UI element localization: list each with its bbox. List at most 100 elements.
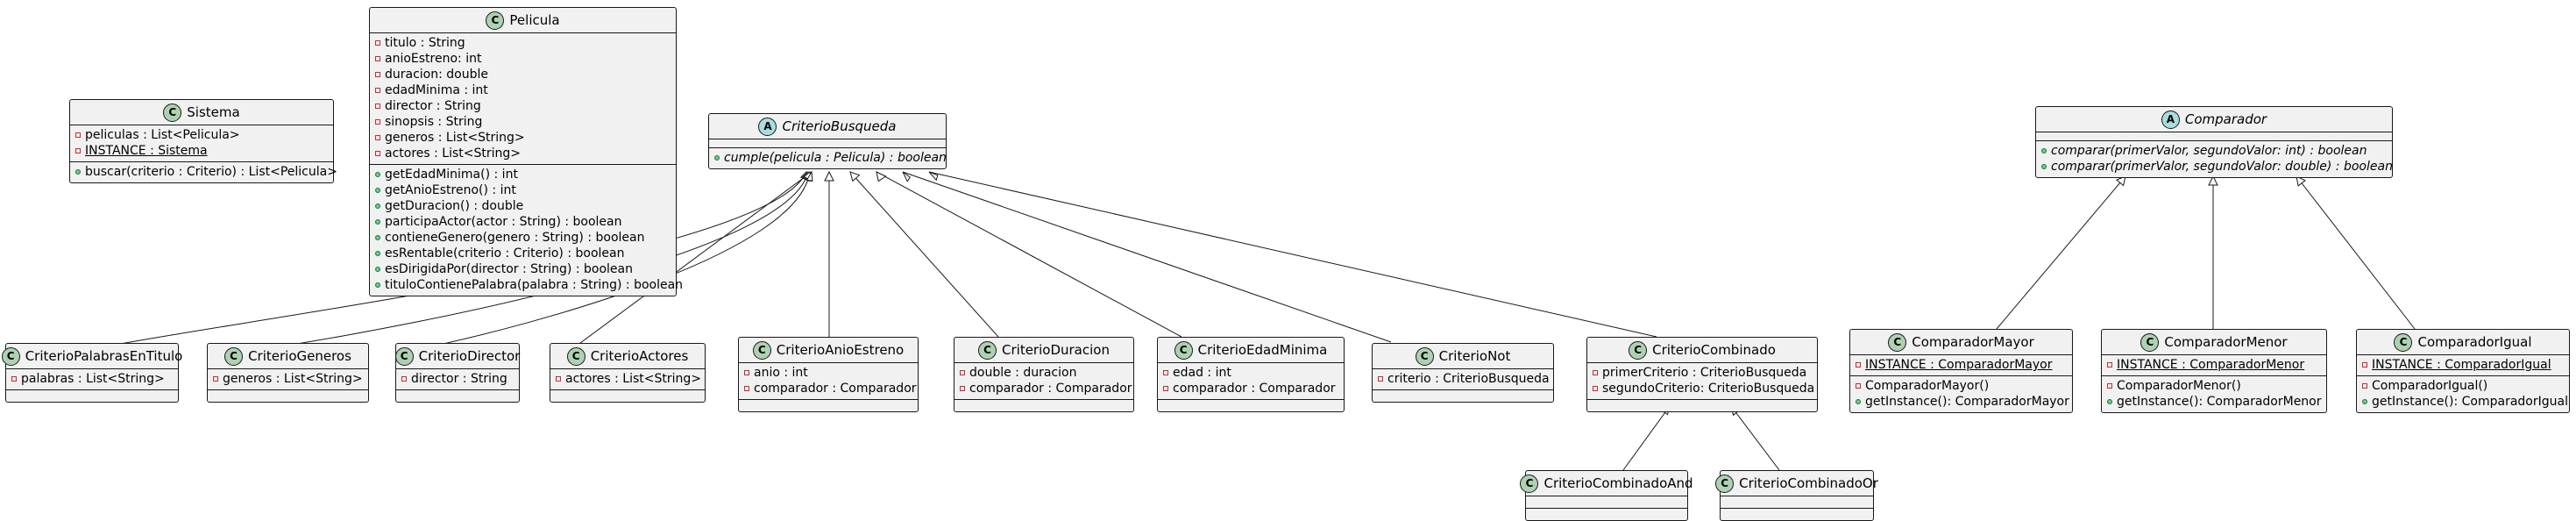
public-marker-icon: [375, 203, 380, 209]
public-marker-icon: [75, 169, 81, 175]
field-text: director : String: [385, 99, 481, 113]
field-row: director : String: [375, 98, 671, 114]
class-comparador-mayor[interactable]: C ComparadorMayor INSTANCE : ComparadorM…: [1849, 329, 2073, 413]
methods-section: [396, 389, 519, 402]
method-text: getAnioEstreno() : int: [385, 183, 516, 197]
method-text: getInstance(): ComparadorIgual: [2372, 395, 2568, 409]
edge-and-to-combinado: [1622, 405, 1671, 471]
class-header: C CriterioDirector: [394, 344, 520, 368]
field-row: INSTANCE : ComparadorMayor: [1856, 357, 2067, 373]
class-criterio-duracion[interactable]: C CriterioDuracion double : duracion com…: [954, 337, 1134, 412]
private-marker-icon: [744, 386, 749, 391]
field-text: sinopsis : String: [385, 115, 483, 129]
public-marker-icon: [375, 251, 380, 256]
fields-section: INSTANCE : ComparadorIgual: [2357, 354, 2569, 375]
method-row: participaActor(actor : String) : boolean: [375, 214, 671, 230]
field-text: anio : int: [754, 366, 808, 380]
private-marker-icon: [375, 103, 380, 109]
class-criterio-combinado-or[interactable]: C CriterioCombinadoOr: [1715, 470, 1878, 521]
private-marker-icon: [1163, 386, 1168, 391]
class-name: Sistema: [187, 104, 240, 120]
field-row: generos : List<String>: [213, 371, 363, 387]
class-sistema[interactable]: C Sistema peliculas : List<Pelicula> INS…: [69, 99, 337, 183]
class-name: CriterioNot: [1438, 348, 1511, 364]
method-row: contieneGenero(genero : String) : boolea…: [375, 230, 671, 246]
method-row: esRentable(criterio : Criterio) : boolea…: [375, 246, 671, 261]
methods-section: [739, 399, 918, 411]
class-criterio-palabras-en-titulo[interactable]: C CriterioPalabrasEnTitulo palabras : Li…: [1, 343, 182, 403]
field-text: titulo : String: [385, 36, 465, 50]
class-name: ComparadorIgual: [2417, 334, 2532, 350]
class-comparador[interactable]: A Comparador comparar(primerValor, segun…: [2035, 106, 2393, 178]
method-text: getEdadMinima() : int: [385, 168, 518, 182]
class-criterio-combinado-and[interactable]: C CriterioCombinadoAnd: [1520, 470, 1693, 521]
class-criterio-generos[interactable]: C CriterioGeneros generos : List<String>: [207, 343, 369, 403]
public-marker-icon: [375, 235, 380, 240]
field-text: segundoCriterio: CriterioBusqueda: [1602, 382, 1815, 396]
class-name: CriterioCombinadoAnd: [1543, 475, 1693, 491]
field-text: generos : List<String>: [223, 372, 363, 386]
class-criterio-director[interactable]: C CriterioDirector director : String: [394, 343, 520, 403]
field-row: titulo : String: [375, 35, 671, 51]
method-text: comparar(primerValor, segundoValor: int)…: [2051, 144, 2367, 158]
class-header: C CriterioAnioEstreno: [739, 338, 918, 362]
method-row: getInstance(): ComparadorMayor: [1856, 394, 2069, 410]
class-name: ComparadorMenor: [2164, 334, 2288, 350]
class-comparador-menor[interactable]: C ComparadorMenor INSTANCE : ComparadorM…: [2101, 329, 2327, 413]
field-text: generos : List<String>: [385, 131, 525, 145]
class-header: C Sistema: [70, 100, 333, 125]
field-row: sinopsis : String: [375, 114, 671, 130]
class-name: CriterioActores: [590, 348, 689, 364]
private-marker-icon: [960, 370, 965, 375]
class-criterio-not[interactable]: C CriterioNot criterio : CriterioBusqued…: [1372, 343, 1554, 403]
class-header: C CriterioDuracion: [954, 338, 1133, 362]
method-text: buscar(criterio : Criterio) : List<Pelic…: [85, 165, 337, 179]
edge-duracion-to-criterio: [849, 171, 999, 338]
private-marker-icon: [2362, 362, 2367, 368]
methods-section: [954, 399, 1133, 411]
private-marker-icon: [75, 132, 81, 138]
method-text: ComparadorMayor(): [1865, 379, 1990, 393]
field-row: anioEstreno: int: [375, 51, 671, 67]
class-name: CriterioGeneros: [248, 348, 351, 364]
class-header: C CriterioCombinado: [1587, 338, 1817, 362]
arrowhead-actores: [805, 170, 813, 182]
class-c-icon: C: [1415, 346, 1434, 366]
abstract-a-icon: A: [758, 117, 777, 136]
private-marker-icon: [213, 376, 218, 382]
field-text: comparador : Comparador: [969, 382, 1132, 396]
class-criterio-combinado[interactable]: C CriterioCombinado primerCriterio : Cri…: [1586, 337, 1818, 412]
field-row: actores : List<String>: [556, 371, 701, 387]
class-c-icon: C: [486, 11, 505, 30]
class-criterio-busqueda[interactable]: A CriterioBusqueda cumple(pelicula : Pel…: [708, 113, 947, 169]
class-criterio-edad-minima[interactable]: C CriterioEdadMinima edad : int comparad…: [1157, 337, 1345, 412]
field-text: INSTANCE : Sistema: [85, 144, 208, 158]
private-marker-icon: [2107, 383, 2112, 389]
methods-section: ComparadorMayor() getInstance(): Compara…: [1850, 375, 2072, 412]
field-row: criterio : CriterioBusqueda: [1378, 371, 1550, 387]
public-marker-icon: [1856, 399, 1861, 404]
class-criterio-anio-estreno[interactable]: C CriterioAnioEstreno anio : int compara…: [738, 337, 919, 412]
fields-section: double : duracion comparador : Comparado…: [954, 362, 1133, 399]
method-text: participaActor(actor : String) : boolean: [385, 215, 622, 229]
class-header: C CriterioPalabrasEnTitulo: [1, 344, 182, 368]
method-row: getInstance(): ComparadorIgual: [2362, 394, 2568, 410]
private-marker-icon: [556, 376, 561, 382]
method-row: ComparadorMenor(): [2107, 378, 2321, 394]
class-pelicula[interactable]: C Pelicula titulo : String anioEstreno: …: [369, 7, 683, 296]
class-c-icon: C: [224, 346, 244, 366]
field-row: edad : int: [1163, 365, 1338, 381]
field-text: INSTANCE : ComparadorMayor: [1865, 358, 2053, 372]
private-marker-icon: [2362, 383, 2367, 389]
class-name: CriterioDuracion: [1002, 342, 1110, 358]
edge-igual-to-comparador: [2296, 175, 2416, 330]
private-marker-icon: [375, 135, 380, 140]
fields-section: titulo : String anioEstreno: int duracio…: [370, 32, 676, 164]
class-name: CriterioBusqueda: [782, 118, 897, 134]
public-marker-icon: [375, 172, 380, 177]
field-row: comparador : Comparador: [1163, 381, 1338, 396]
class-comparador-igual[interactable]: C ComparadorIgual INSTANCE : ComparadorI…: [2356, 329, 2570, 413]
arrowhead-mayor: [2115, 175, 2126, 187]
class-criterio-actores[interactable]: C CriterioActores actores : List<String>: [550, 343, 706, 403]
private-marker-icon: [744, 370, 749, 375]
